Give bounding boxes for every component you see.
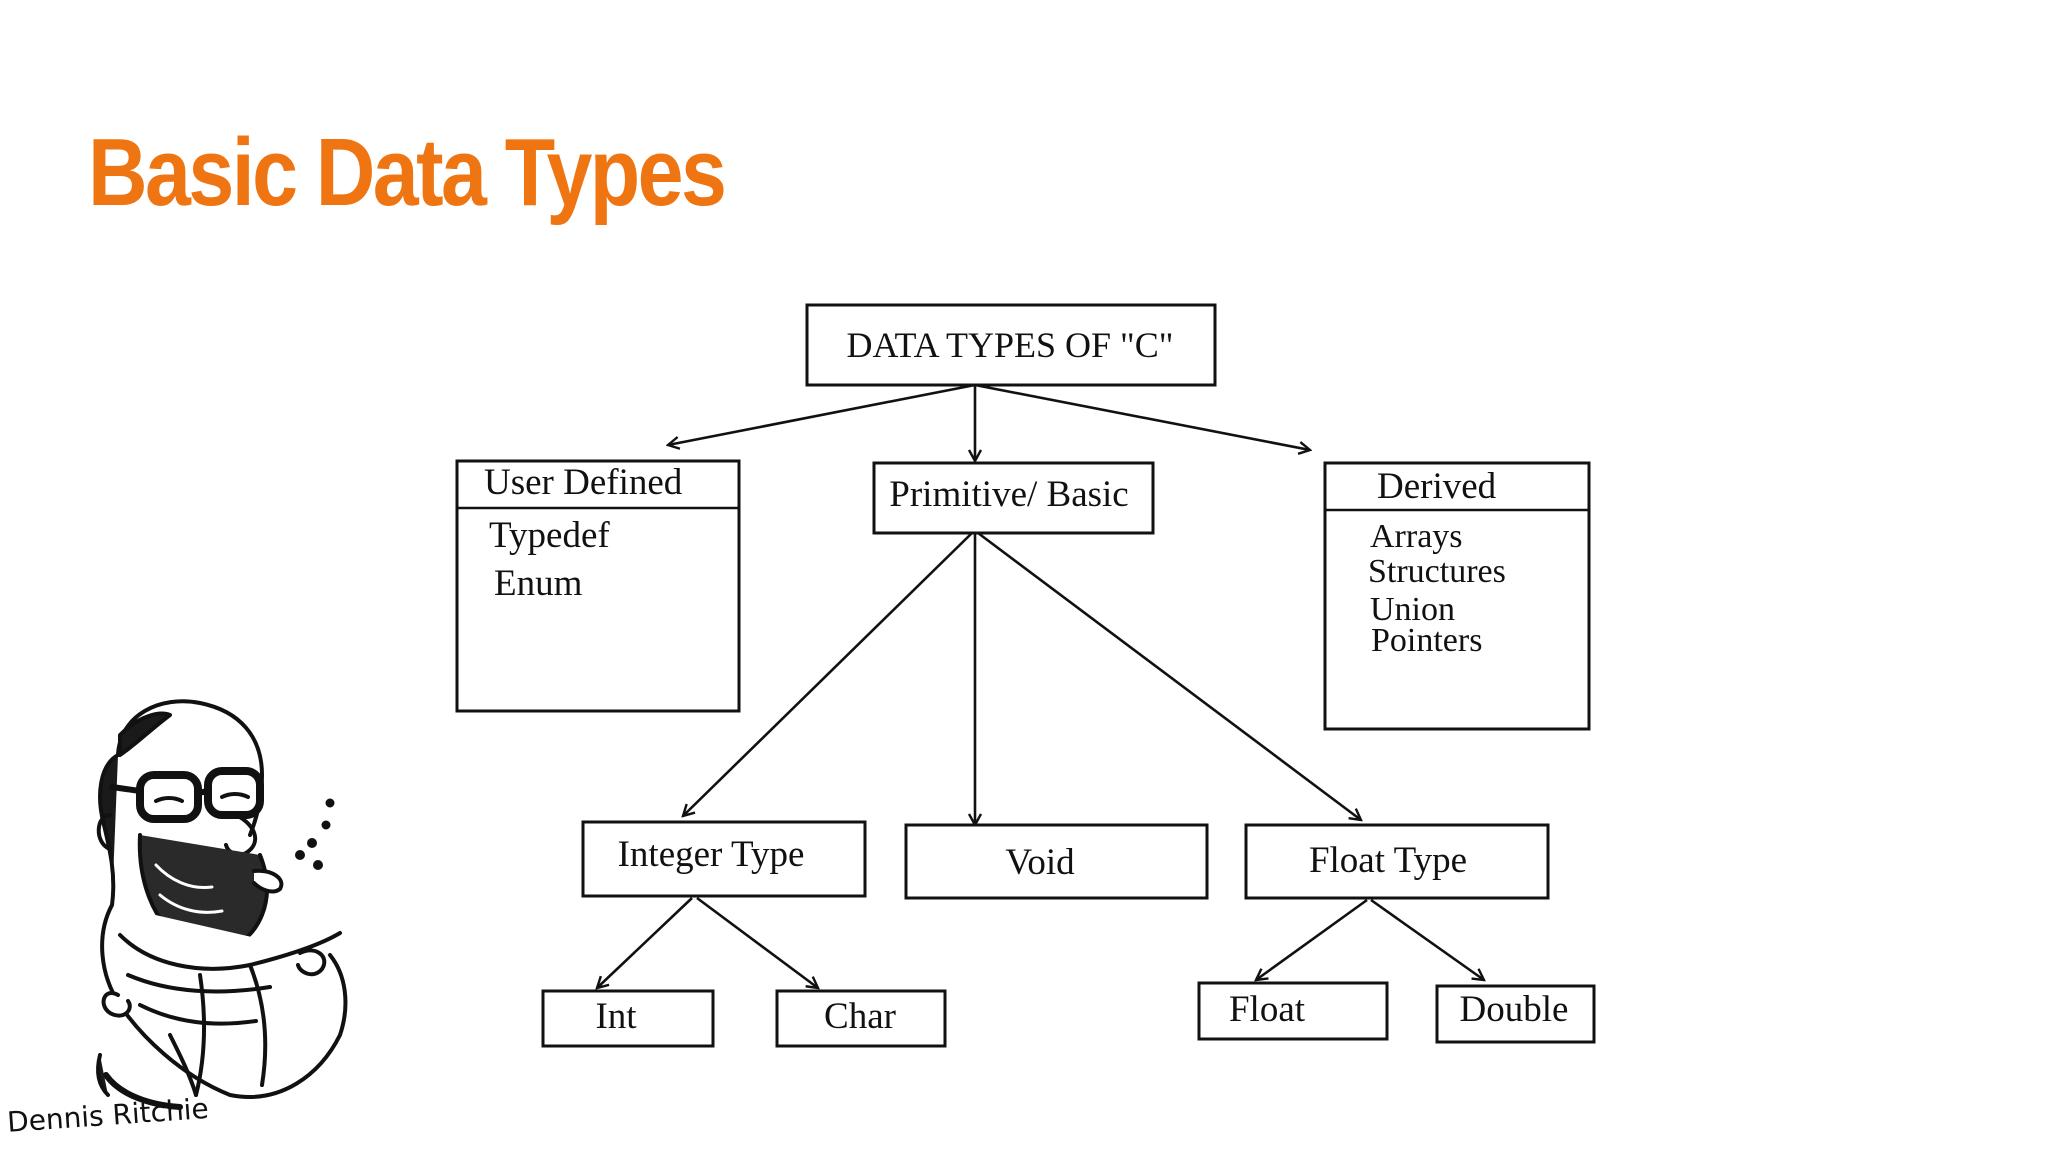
derived-item: Pointers xyxy=(1371,622,1482,659)
node-root: DATA TYPES OF "C" xyxy=(805,303,1217,387)
node-float-type-label: Float Type xyxy=(1309,840,1467,881)
derived-header: Derived xyxy=(1377,466,1497,507)
node-char: Char xyxy=(775,989,947,1048)
edge-integer-char xyxy=(696,896,818,988)
node-float: Float xyxy=(1197,981,1389,1041)
edge-primitive-integer xyxy=(683,532,973,816)
connectors xyxy=(597,383,1484,988)
node-void: Void xyxy=(904,823,1209,900)
node-double: Double xyxy=(1435,984,1596,1044)
node-double-label: Double xyxy=(1460,989,1569,1030)
node-primitive: Primitive/ Basic xyxy=(872,461,1155,535)
node-integer-type-label: Integer Type xyxy=(618,834,805,875)
caricature-illustration xyxy=(96,699,348,1110)
user-defined-header: User Defined xyxy=(484,462,683,503)
node-int-label: Int xyxy=(595,996,637,1037)
derived-item: Structures xyxy=(1368,553,1506,590)
node-float-type: Float Type xyxy=(1244,823,1550,900)
user-defined-item: Enum xyxy=(494,563,583,604)
node-void-label: Void xyxy=(1005,842,1075,883)
slide-title: Basic Data Types xyxy=(88,119,727,226)
node-root-label: DATA TYPES OF "C" xyxy=(847,325,1174,365)
derived-item: Union xyxy=(1370,591,1455,628)
edge-floattype-float xyxy=(1256,898,1368,980)
node-primitive-label: Primitive/ Basic xyxy=(889,474,1128,515)
node-user-defined: User Defined Typedef Enum xyxy=(455,459,741,713)
edge-floattype-double xyxy=(1370,898,1484,980)
user-defined-item: Typedef xyxy=(489,515,610,556)
edge-root-user-defined xyxy=(668,383,976,445)
node-derived: Derived Arrays Structures Union Pointers xyxy=(1323,461,1591,731)
edge-integer-int xyxy=(597,897,693,988)
derived-item: Arrays xyxy=(1370,518,1463,555)
edge-primitive-float xyxy=(977,531,1361,820)
node-int: Int xyxy=(541,989,715,1048)
edge-root-derived xyxy=(974,383,1310,450)
node-char-label: Char xyxy=(824,996,896,1037)
node-float-label: Float xyxy=(1229,989,1306,1030)
node-integer-type: Integer Type xyxy=(581,820,867,898)
